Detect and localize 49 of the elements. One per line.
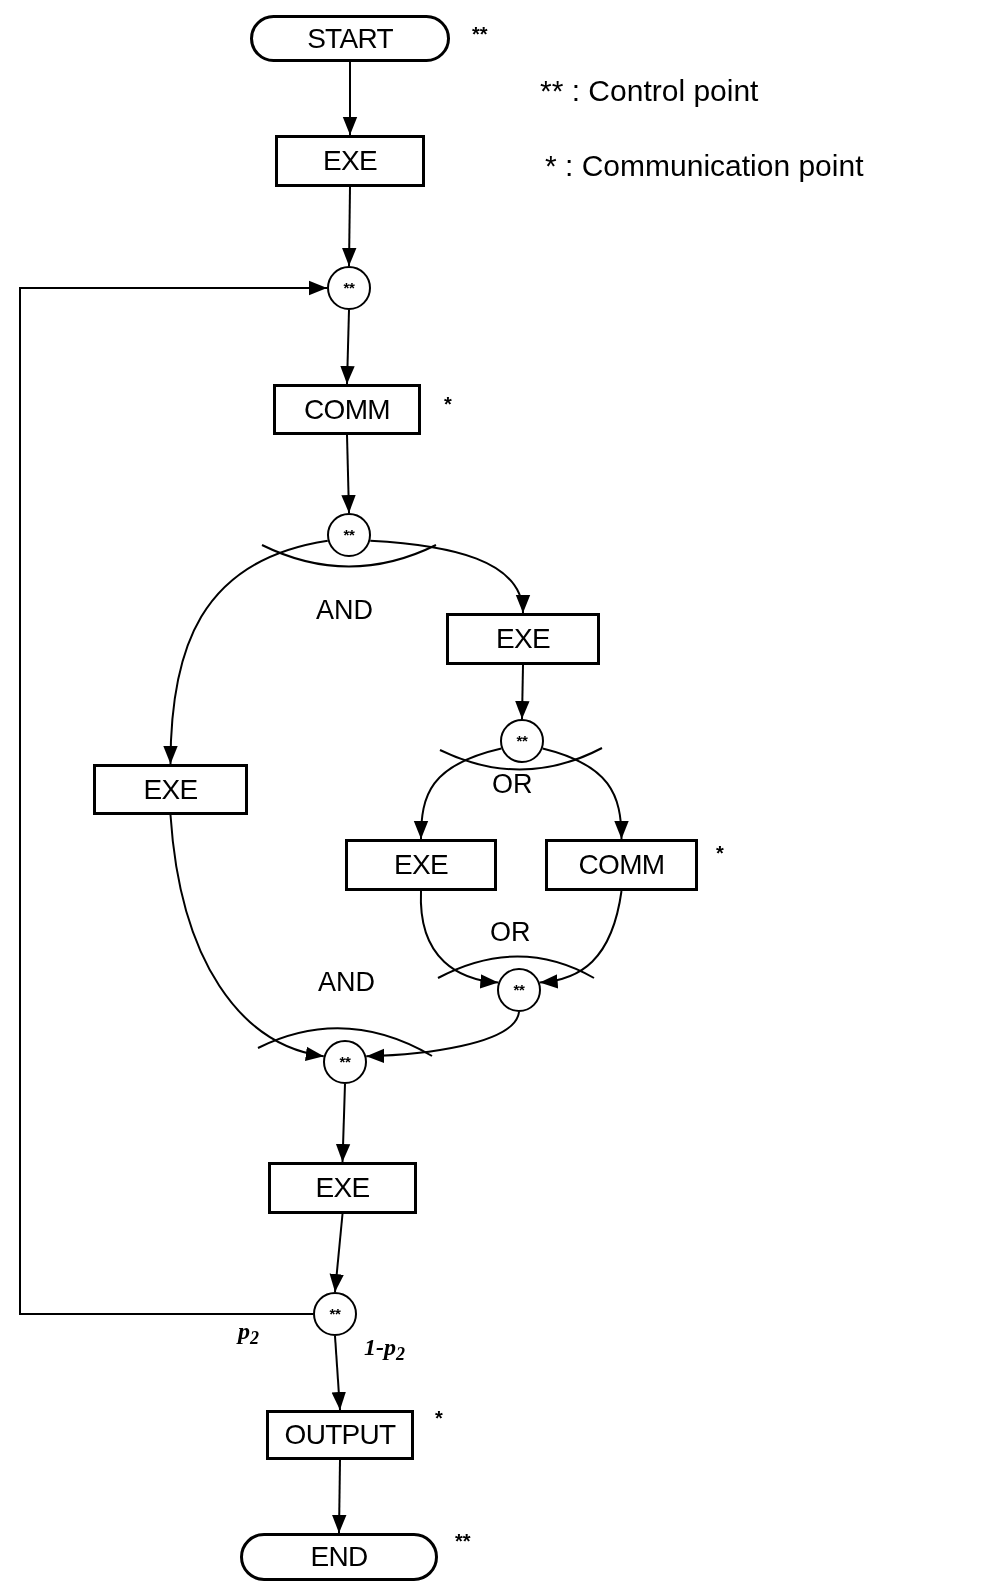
node-text: END [310, 1540, 368, 1574]
node-text: EXE [394, 848, 448, 882]
arrow [340, 309, 355, 385]
node-text: ** [329, 1303, 341, 1324]
arrow [515, 664, 530, 720]
process-box [545, 839, 698, 891]
point-marker: * [716, 843, 724, 863]
junction-label: OR [492, 768, 533, 801]
terminal-box [240, 1533, 438, 1581]
arrow [332, 1459, 347, 1534]
legend-text: * : Communication point [545, 148, 864, 184]
node-text: EXE [143, 772, 198, 807]
process-box [275, 135, 425, 187]
node-text: ** [516, 730, 528, 751]
node-text: ** [513, 979, 525, 1000]
arrow [342, 61, 358, 136]
arrow [341, 434, 356, 514]
node-text: ** [339, 1051, 351, 1072]
node-text: EXE [496, 622, 550, 656]
terminal-box [250, 15, 450, 62]
process-box [268, 1162, 417, 1214]
arrow [331, 1335, 346, 1411]
process-box [266, 1410, 414, 1460]
node-text: COMM [304, 392, 390, 427]
legend-text: ** : Control point [540, 73, 759, 109]
junction-label: OR [490, 916, 531, 949]
arrow [335, 1083, 351, 1163]
process-box [273, 384, 421, 435]
node-text: START [307, 21, 393, 56]
process-box [93, 764, 248, 815]
node-text: ** [343, 524, 355, 545]
node-text: EXE [315, 1171, 370, 1205]
arrow [329, 1213, 344, 1293]
arrow [169, 814, 325, 1060]
node-text: ** [343, 277, 355, 298]
arrow [19, 280, 328, 1315]
arrow [342, 186, 357, 267]
node-text: COMM [578, 848, 665, 882]
process-box [345, 839, 497, 891]
process-box [446, 613, 600, 665]
junction-label: AND [318, 966, 375, 999]
point-marker: ** [455, 1531, 471, 1551]
point-marker: * [444, 394, 452, 414]
node-text: OUTPUT [284, 1418, 396, 1452]
point-marker: * [435, 1408, 443, 1428]
point-marker: ** [472, 24, 488, 44]
node-text: EXE [323, 144, 377, 178]
arrow [163, 539, 329, 765]
junction-label: AND [316, 594, 373, 627]
